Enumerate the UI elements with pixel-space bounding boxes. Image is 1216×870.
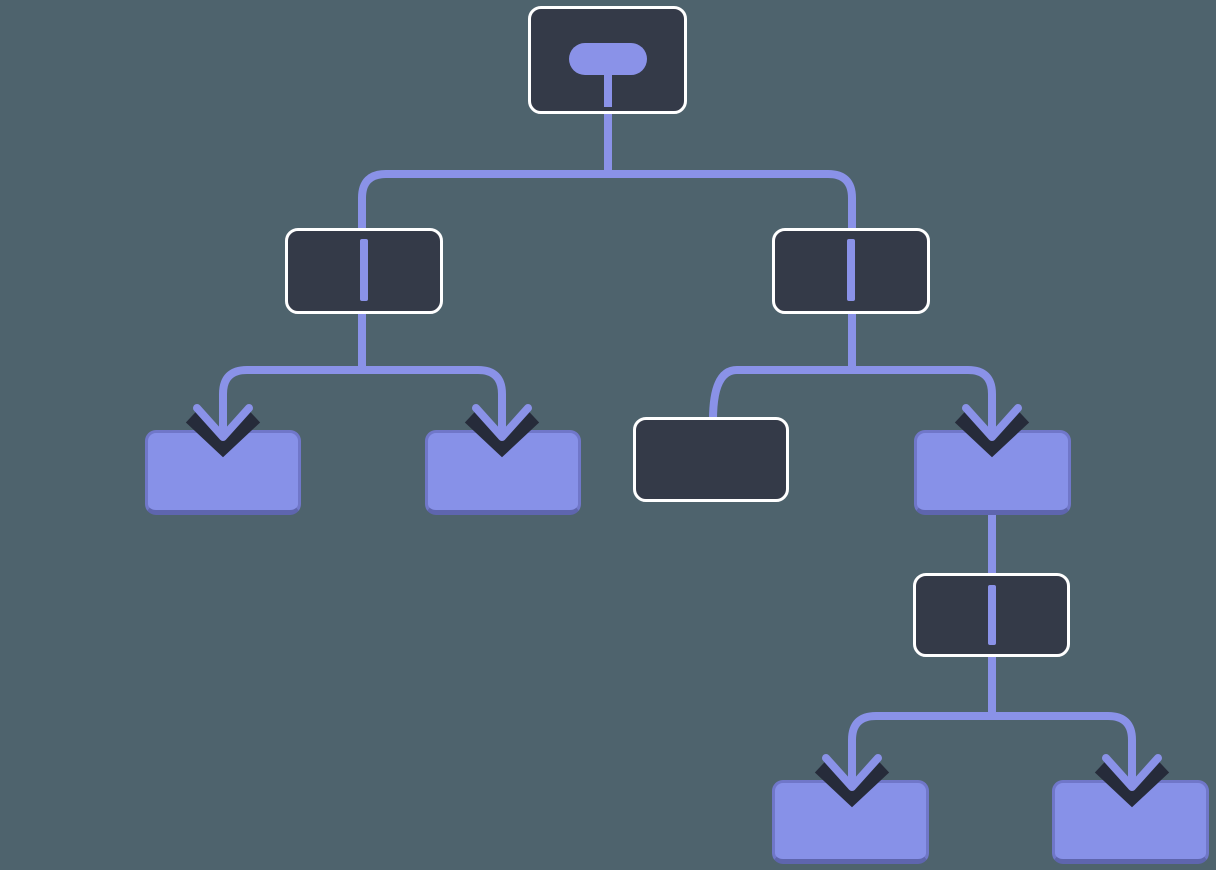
- node-leaf-left-1[interactable]: [145, 430, 301, 515]
- node-leaf-bottom-1[interactable]: [772, 780, 929, 864]
- vertical-bar-icon: [987, 585, 996, 645]
- node-leaf-dark[interactable]: [633, 417, 789, 502]
- node-branch-right-2[interactable]: [913, 573, 1070, 657]
- vertical-bar-icon: [360, 239, 368, 301]
- edge-branch-right-2-leaf-bottom-1: [848, 712, 992, 770]
- edge-branch-left-leaf-1: [219, 366, 362, 420]
- vertical-bar-icon: [847, 239, 855, 301]
- edge-root-branch-left: [358, 170, 608, 232]
- edge-branch-right-branch-purple: [852, 366, 996, 420]
- node-leaf-left-2[interactable]: [425, 430, 581, 515]
- edge-root-branch-right: [608, 170, 856, 232]
- node-branch-left[interactable]: [285, 228, 443, 314]
- edge-branch-left-leaf-2: [362, 366, 506, 420]
- edge-branch-right-leaf-dark: [709, 366, 852, 421]
- node-branch-purple[interactable]: [914, 430, 1071, 515]
- node-leaf-bottom-2[interactable]: [1052, 780, 1209, 864]
- node-root[interactable]: [528, 6, 687, 114]
- collapsed-node-pill-stem-icon: [603, 69, 612, 107]
- node-branch-right[interactable]: [772, 228, 930, 314]
- edge-branch-right-2-leaf-bottom-2: [992, 712, 1136, 770]
